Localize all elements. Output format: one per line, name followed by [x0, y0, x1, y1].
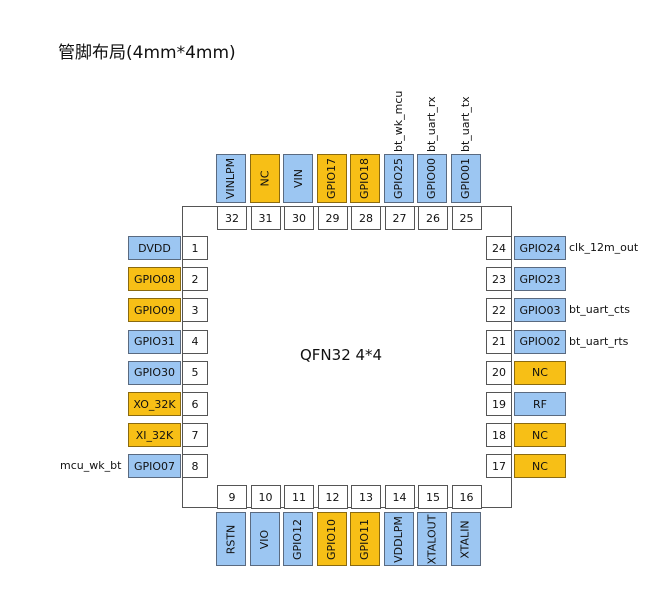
pin-right-17: NC [514, 454, 566, 479]
pin-number-31: 31 [250, 206, 281, 230]
signal-label-27: bt_wk_mcu [391, 90, 405, 152]
pin-bottom-10: VIO [249, 512, 280, 566]
pin-top-29: GPIO17 [316, 154, 347, 203]
pin-number-1: 1 [182, 236, 208, 260]
pin-bottom-11: GPIO12 [283, 512, 313, 566]
pin-right-20: NC [514, 360, 566, 385]
pin-name-text: GPIO25 [392, 157, 405, 200]
pin-name-text: GPIO12 [291, 518, 305, 560]
pin-number-2: 2 [182, 267, 208, 292]
pin-number-27: 27 [384, 206, 415, 230]
pin-number-7: 7 [182, 423, 208, 448]
pin-number-6: 6 [182, 392, 208, 416]
pin-number-15: 15 [418, 485, 448, 509]
pin-right-23: GPIO23 [514, 267, 566, 292]
pin-number-8: 8 [182, 454, 208, 479]
signal-label-26: bt_uart_rx [425, 96, 438, 152]
pin-number-26: 26 [418, 206, 448, 230]
pin-name-text: GPIO10 [325, 518, 338, 560]
pin-bottom-12: GPIO10 [316, 512, 347, 566]
pin-number-18: 18 [486, 423, 512, 448]
pin-left-1: DVDD [128, 236, 181, 260]
pin-left-8: GPIO07 [128, 454, 181, 479]
pin-name-text: RSTN [224, 524, 238, 554]
pin-number-5: 5 [182, 360, 208, 385]
diagram-title: 管脚布局(4mm*4mm) [58, 43, 236, 63]
signal-label-25: bt_uart_tx [458, 96, 472, 152]
pin-number-4: 4 [182, 329, 208, 354]
pin-number-14: 14 [384, 485, 415, 509]
pin-number-32: 32 [217, 206, 247, 230]
pin-bottom-14: VDDLPM [383, 512, 414, 566]
pin-number-30: 30 [284, 206, 314, 230]
pin-left-5: GPIO30 [128, 360, 181, 385]
pin-left-7: XI_32K [128, 423, 181, 448]
pin-name-text: NC [257, 170, 271, 187]
pin-name-text: XTALOUT [425, 514, 439, 564]
pin-number-3: 3 [182, 298, 208, 323]
pin-number-23: 23 [486, 267, 512, 292]
pin-right-19: RF [514, 392, 566, 416]
pin-number-12: 12 [317, 485, 348, 509]
pin-right-21: GPIO02 [514, 329, 566, 354]
pin-number-10: 10 [250, 485, 281, 509]
pin-number-29: 29 [317, 206, 348, 230]
pin-bottom-16: XTALIN [450, 512, 481, 566]
chip-body [182, 206, 512, 508]
pin-top-31: NC [249, 154, 280, 203]
pin-top-30: VIN [283, 154, 313, 203]
pin-bottom-9: RSTN [216, 512, 246, 566]
pin-number-24: 24 [486, 236, 512, 260]
pin-name-text: VIO [258, 529, 271, 549]
pin-top-26: GPIO00 [417, 154, 447, 203]
package-label: QFN32 4*4 [300, 346, 383, 364]
pin-top-28: GPIO18 [350, 154, 380, 203]
pin-top-27: GPIO25 [383, 154, 414, 203]
pin-left-4: GPIO31 [128, 329, 181, 354]
pin-left-6: XO_32K [128, 392, 181, 416]
pin-left-2: GPIO08 [128, 267, 181, 292]
pin-top-25: GPIO01 [450, 154, 481, 203]
pin-number-19: 19 [486, 392, 512, 416]
pin-name-text: GPIO18 [358, 157, 372, 200]
pin-right-24: GPIO24 [514, 236, 566, 260]
pin-number-16: 16 [451, 485, 482, 509]
signal-label-21: bt_uart_rts [569, 334, 629, 348]
pin-name-text: VIN [291, 169, 305, 188]
pin-bottom-13: GPIO11 [350, 512, 380, 566]
pin-name-text: VINLPM [224, 157, 238, 200]
pin-left-3: GPIO09 [128, 298, 181, 323]
pin-name-text: GPIO11 [358, 518, 372, 560]
pin-number-9: 9 [217, 485, 247, 509]
pin-number-13: 13 [351, 485, 381, 509]
pin-number-22: 22 [486, 298, 512, 323]
pin-bottom-15: XTALOUT [417, 512, 447, 566]
pin-top-32: VINLPM [216, 154, 246, 203]
pin-right-18: NC [514, 423, 566, 448]
signal-label-22: bt_uart_cts [569, 303, 630, 317]
pin-right-22: GPIO03 [514, 298, 566, 323]
pin-name-text: XTALIN [459, 519, 472, 559]
pin-number-21: 21 [486, 329, 512, 354]
pin-name-text: GPIO00 [425, 157, 439, 200]
pin-name-text: VDDLPM [392, 515, 405, 563]
pin-number-25: 25 [451, 206, 482, 230]
pin-name-text: GPIO01 [459, 157, 472, 200]
signal-label-24: clk_12m_out [569, 241, 639, 254]
pin-number-20: 20 [486, 360, 512, 385]
pin-number-28: 28 [351, 206, 381, 230]
signal-label-8: mcu_wk_bt [60, 459, 122, 473]
pin-name-text: GPIO17 [325, 157, 338, 200]
pin-number-17: 17 [486, 454, 512, 479]
pin-number-11: 11 [284, 485, 314, 509]
